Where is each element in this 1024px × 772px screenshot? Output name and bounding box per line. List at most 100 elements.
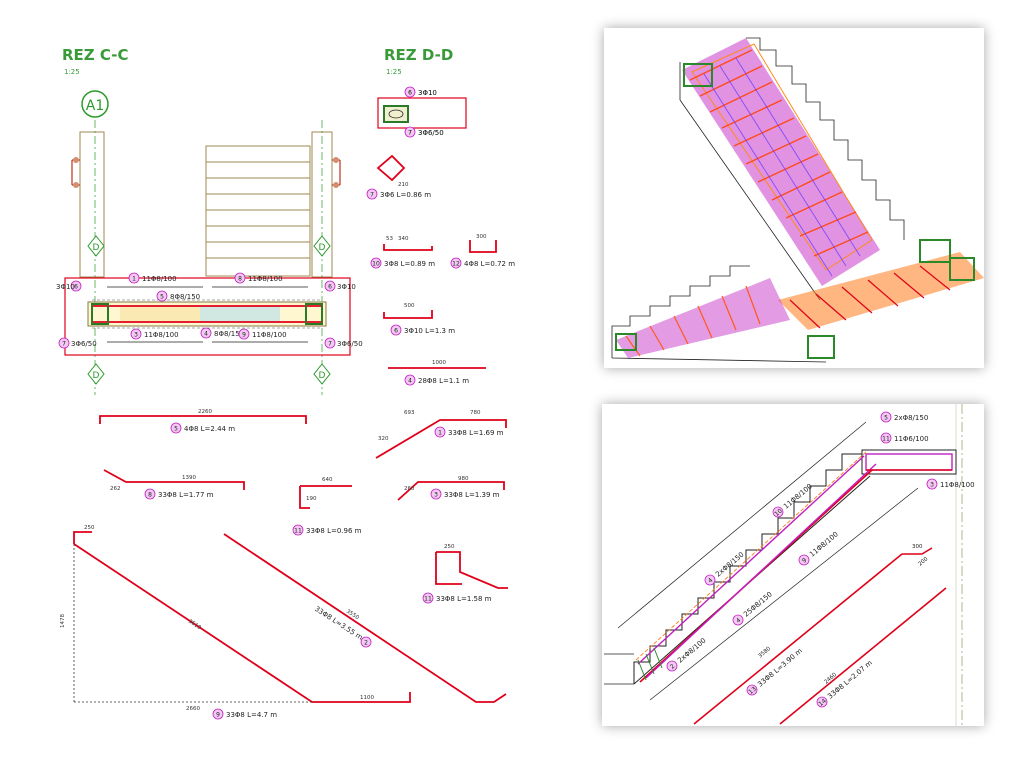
- axis-label: A1: [86, 98, 104, 114]
- bar-label-text: 33Φ8 L=1.69 m: [448, 429, 504, 437]
- callout-number: 3: [930, 482, 934, 489]
- bar-schedule: [73, 154, 508, 703]
- callout-number: 9: [242, 332, 246, 339]
- callout-text: 3Φ10: [418, 89, 437, 97]
- callout-text: 8Φ8/150: [214, 330, 244, 338]
- bar-label-number: 9: [216, 712, 220, 719]
- bar-labels: 7 3Φ6 L=0.86 m 10 3Φ8 L=0.89 m 12 4Φ8 L=…: [144, 188, 515, 720]
- callout-text: 11Φ8/100: [248, 275, 283, 283]
- bar-label-text: 4Φ8 L=0.72 m: [464, 260, 515, 268]
- wall-anchor: [73, 157, 79, 163]
- bar-label-number: 10: [372, 261, 380, 268]
- dim-value: 300: [476, 234, 487, 240]
- callout-text: 3Φ6/50: [418, 129, 444, 137]
- bar-label-text: 33Φ8 L=1.77 m: [158, 491, 214, 499]
- dd-bar: [388, 109, 404, 119]
- callout-number: 6: [74, 284, 78, 291]
- dim-value: 1478: [60, 614, 66, 628]
- bar-label-number: 3: [434, 492, 438, 499]
- bar-label-number: 4: [408, 378, 412, 385]
- dim-value: 53: [386, 236, 393, 242]
- callout-number: 7: [62, 341, 66, 348]
- section-dd-title: REZ D-D: [384, 46, 453, 64]
- bar-label-number: 11: [424, 596, 432, 603]
- callout-text: 11Φ8/100: [144, 331, 179, 339]
- bar-label-number: 1: [438, 430, 442, 437]
- left-wall: [79, 131, 105, 278]
- grid-marker-label: D: [319, 243, 326, 253]
- dim-value: 980: [458, 476, 469, 482]
- callout-number: 1: [132, 276, 136, 283]
- bar-label-text: 4Φ8 L=2.44 m: [184, 425, 235, 433]
- wall-anchor: [73, 182, 79, 188]
- grid-marker-label: D: [319, 371, 326, 381]
- bar-shape-1: [375, 419, 507, 459]
- dim-value: 190: [306, 496, 317, 502]
- dd-stirrup: [383, 105, 409, 123]
- callout-number: 2: [669, 663, 677, 671]
- callout-number: 4: [204, 331, 208, 338]
- dim-value: 300: [912, 544, 923, 550]
- panel-section: [602, 404, 984, 726]
- callout-number: 7: [328, 341, 332, 348]
- callout-text: 3Φ10: [56, 283, 75, 291]
- landing-slab: [64, 277, 351, 356]
- bar-label-text: 28Φ8 L=1.1 m: [418, 377, 469, 385]
- bar-label-text: 3Φ6 L=0.86 m: [380, 191, 431, 199]
- dim-value: 340: [398, 236, 409, 242]
- stair-elevation: [205, 145, 311, 277]
- callout-text: 11Φ8/100: [142, 275, 177, 283]
- bar-label-text: 33Φ8 L=4.7 m: [226, 711, 277, 719]
- bar-shape-2: [223, 533, 507, 703]
- dd-section-box: [377, 97, 467, 129]
- axis-bubble: [81, 90, 109, 118]
- section-cc: REZ C-C 1:25 A1 D: [56, 46, 363, 395]
- bar-label-text: 33Φ8 L=0.96 m: [306, 527, 362, 535]
- bar-label-number: 12: [452, 261, 460, 268]
- section-dd-scale: 1:25: [386, 68, 402, 76]
- bar-shape-5: [99, 415, 307, 424]
- dim-value: 3610: [187, 619, 202, 632]
- callout-text: 3Φ10: [337, 283, 356, 291]
- dim-value: 200: [917, 556, 929, 568]
- callout-number: 5: [160, 294, 164, 301]
- callout-number: 3: [134, 332, 138, 339]
- callout-number: 13: [747, 686, 757, 696]
- bar-shape-10: [383, 244, 433, 251]
- wall-anchor: [333, 157, 339, 163]
- grid-markers: D D D D: [87, 235, 331, 385]
- grid-marker-label: D: [93, 243, 100, 253]
- callout-text: 11Φ6/100: [894, 435, 929, 443]
- dim-value: 640: [322, 477, 333, 483]
- dim-value: 260: [404, 486, 415, 492]
- callout-text: 8Φ8/150: [170, 293, 200, 301]
- cc-callouts: 1 11Φ8/100 8 11Φ8/100 5 8Φ8/150 3 11Φ8/1…: [56, 272, 363, 349]
- callout-text: 2xΦ8/150: [894, 414, 928, 422]
- dim-value: 2260: [198, 409, 212, 415]
- dim-value: 1390: [182, 475, 196, 481]
- bar-label-text: 3Φ10 L=1.3 m: [404, 327, 455, 335]
- wall-hook-right: [332, 159, 341, 186]
- panel-section-frame: [602, 404, 984, 726]
- callout-number: 5: [884, 415, 888, 422]
- bar-label-text: 33Φ8 L=1.39 m: [444, 491, 500, 499]
- dim-value: 250: [444, 544, 455, 550]
- stair-section-drawing: [604, 404, 963, 726]
- grid-marker-label: D: [93, 371, 100, 381]
- callout-number: 6: [328, 284, 332, 291]
- dim-value: 210: [398, 182, 409, 188]
- callout-marker: [404, 126, 416, 138]
- bar-shape-11a: [299, 485, 352, 509]
- callout-number: 7: [408, 130, 412, 137]
- bar-label-number: 5: [174, 426, 178, 433]
- bar-shape-12: [469, 240, 497, 253]
- dim-value: 693: [404, 410, 415, 416]
- bar-label-number: 7: [370, 192, 374, 199]
- section-cc-title: REZ C-C: [62, 46, 128, 64]
- callout-marker: [404, 86, 416, 98]
- callout-number: 4: [735, 617, 743, 625]
- dim-value: 2660: [186, 706, 200, 712]
- callout-text: 11Φ8/100: [252, 331, 287, 339]
